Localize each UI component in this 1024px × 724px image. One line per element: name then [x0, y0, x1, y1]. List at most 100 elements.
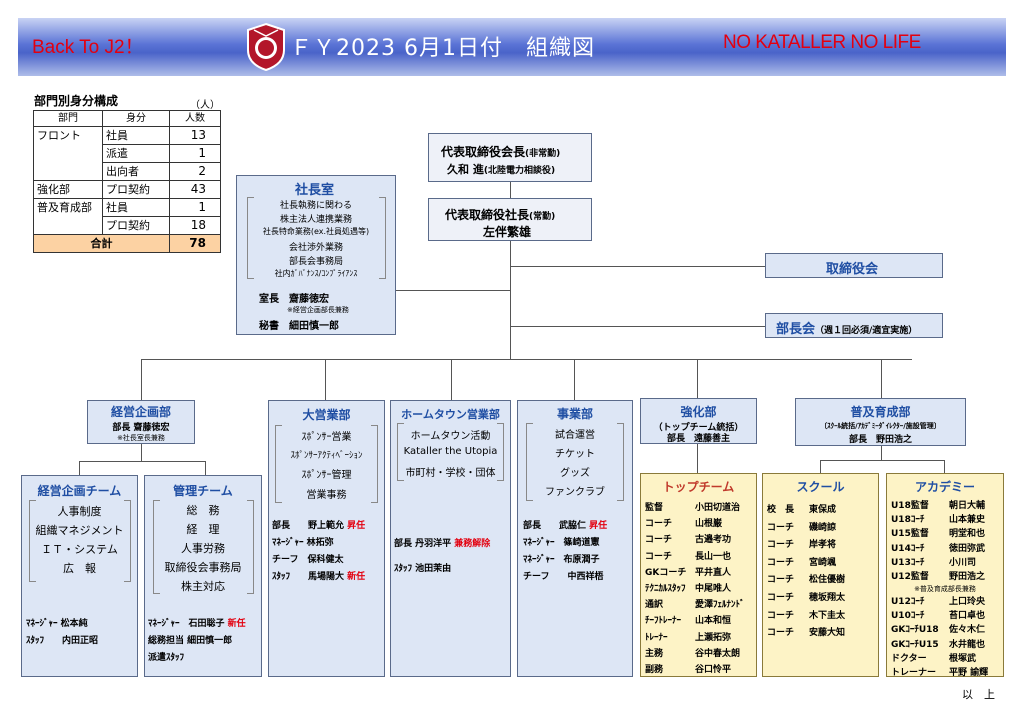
top-team-role: ﾁｰﾌﾄﾚｰﾅｰ	[645, 616, 682, 627]
table-row: 強化部 プロ契約 43	[33, 180, 221, 199]
top-team-role: 通訳	[645, 600, 664, 611]
duty-item: 株主法人連携業務	[279, 215, 352, 225]
promoted-badge: 昇任	[347, 521, 366, 531]
school-name: 穂坂翔太	[809, 593, 846, 603]
connector-line	[451, 359, 452, 400]
slogan-left: Back To J2！	[32, 37, 144, 58]
school-role: コーチ	[767, 522, 795, 533]
strengthen-dept-head: 部長 遠藤善主	[666, 434, 730, 444]
academy-name: 野田浩之	[949, 572, 986, 582]
column-header: 人数	[169, 110, 221, 127]
business-item: グッズ	[560, 468, 590, 479]
admin-team-dispatch: 派遣ｽﾀｯﾌ	[148, 653, 185, 663]
hometown-item: Kataller the Utopia	[403, 446, 498, 457]
top-team-name: 中尾唯人	[695, 584, 732, 594]
president-box: 代表取締役社長(常勤) 左伴繁雄	[428, 198, 592, 241]
academy-name: 小川司	[949, 557, 977, 568]
total-value: 78	[169, 234, 221, 253]
connector-line	[697, 444, 698, 473]
school-name: 磯崎諒	[809, 522, 837, 533]
connector-line	[141, 359, 142, 400]
school-role: コーチ	[767, 557, 795, 568]
club-crest-icon	[247, 22, 285, 72]
connector-line	[881, 359, 882, 400]
academy-role: U18監督	[891, 501, 929, 511]
table-cell: 社員	[102, 126, 170, 145]
table-cell: 1	[169, 198, 221, 217]
school-name: 安藤大知	[809, 628, 846, 639]
academy-name: 山本兼史	[949, 515, 986, 526]
chief-label: 室長	[259, 294, 279, 305]
school-role: コーチ	[767, 593, 795, 603]
secretary-name: 細田慎一郎	[289, 321, 339, 332]
academy-note: ※普及育成部長兼務	[914, 585, 976, 593]
business-item: ファンクラブ	[545, 487, 605, 498]
business-member: 部長 武脇仁	[523, 521, 587, 531]
admin-team-item: 経 理	[186, 523, 220, 536]
academy-name: 朝日大輔	[949, 501, 986, 511]
president-name: 左伴繁雄	[483, 225, 532, 239]
academy-name: 平野 諭輝	[949, 668, 989, 678]
admin-team-item: 総 務	[186, 504, 220, 517]
planning-team-staff: ｽﾀｯﾌ 内田正昭	[26, 636, 99, 646]
top-team-name: 平井直人	[695, 567, 732, 578]
sales-item: ｽﾎﾟﾝｻｰ管理	[301, 470, 352, 481]
table-cell: 13	[169, 126, 221, 145]
table-cell: 18	[169, 216, 221, 235]
table-cell: 出向者	[102, 162, 170, 181]
school-name: 木下圭太	[809, 610, 846, 621]
top-team-name: 谷口怜平	[695, 665, 732, 675]
chairman-box: 代表取締役会長(非常勤) 久和 進(北陸電力相談役)	[428, 133, 592, 182]
connector-line	[396, 290, 510, 291]
chief-note: ※経営企画部長兼務	[287, 306, 349, 314]
table-cell: 43	[169, 180, 221, 199]
managers-meeting-box: 部長会（週１回必須/適宜実施）	[765, 313, 943, 338]
academy-name: 明堂和也	[949, 529, 986, 540]
column-header: 身分	[102, 110, 170, 127]
academy-role: トレーナー	[891, 668, 937, 678]
connector-line	[510, 241, 511, 359]
academy-name: 徳田弥武	[949, 543, 986, 554]
table-cell: 普及育成部	[33, 198, 103, 217]
business-member: ﾏﾈｰｼﾞｬｰ 篠崎道憲	[523, 538, 600, 548]
new-badge: 新任	[347, 572, 366, 582]
business-item: チケット	[555, 449, 595, 460]
planning-team-item: 組織マネジメント	[35, 524, 124, 537]
sales-item: 営業事務	[306, 490, 347, 501]
table-cell: 派遣	[102, 144, 170, 163]
planning-dept-title: 経営企画部	[110, 405, 171, 419]
planning-team-item: 広 報	[63, 562, 96, 575]
hometown-member: 部長 丹羽洋平	[394, 539, 452, 549]
school-box: スクール 校 長東保成コーチ磯崎諒コーチ岸孝将コーチ宮崎颯コーチ松住優樹コーチ穂…	[762, 473, 879, 677]
academy-name: 上口玲央	[949, 597, 986, 607]
connector-line	[325, 359, 326, 400]
top-team-role: ﾃｸﾆｶﾙｽﾀｯﾌ	[645, 584, 686, 594]
school-role: 校 長	[767, 505, 795, 515]
table-cell: フロント	[33, 126, 103, 145]
top-team-role: 主務	[645, 648, 664, 659]
top-team-name: 上瀬拓弥	[695, 632, 732, 643]
role-change-badge: 兼務解除	[454, 539, 491, 549]
hometown-dept-title: ホームタウン営業部	[401, 408, 500, 421]
sales-dept-title: 大営業部	[302, 408, 351, 422]
academy-role: U18ｺｰﾁ	[891, 515, 925, 526]
hometown-item: ホームタウン活動	[410, 431, 491, 442]
planning-team-title: 経営企画チーム	[37, 484, 122, 498]
chairman-title: 代表取締役会長	[441, 145, 526, 159]
strengthen-dept-title: 強化部	[680, 405, 717, 419]
page-title: ＦＹ2023 6月1日付 組織図	[290, 36, 595, 61]
hometown-member: ｽﾀｯﾌ 池田茉由	[394, 564, 452, 574]
staff-table-unit: （人）	[190, 100, 220, 111]
planning-team-manager: ﾏﾈｰｼﾞｬｰ 松本純	[26, 619, 88, 629]
secretary-label: 秘書	[259, 321, 279, 332]
planning-team-box: 経営企画チーム 人事制度 組織マネジメント ＩＴ・システム 広 報 ﾏﾈｰｼﾞｬ…	[21, 475, 138, 677]
youth-dept-title: 普及育成部	[850, 405, 911, 419]
sales-member: ｽﾀｯﾌ 馬場陽大	[272, 572, 345, 582]
strengthen-dept-sub: （トップチーム統括）	[653, 423, 744, 433]
connector-line	[574, 359, 575, 400]
top-team-name: 長山一也	[695, 551, 732, 562]
top-team-role: ﾄﾚｰﾅｰ	[645, 632, 668, 643]
promoted-badge: 昇任	[589, 521, 608, 531]
academy-role: GKｺｰﾁU18	[891, 625, 939, 636]
